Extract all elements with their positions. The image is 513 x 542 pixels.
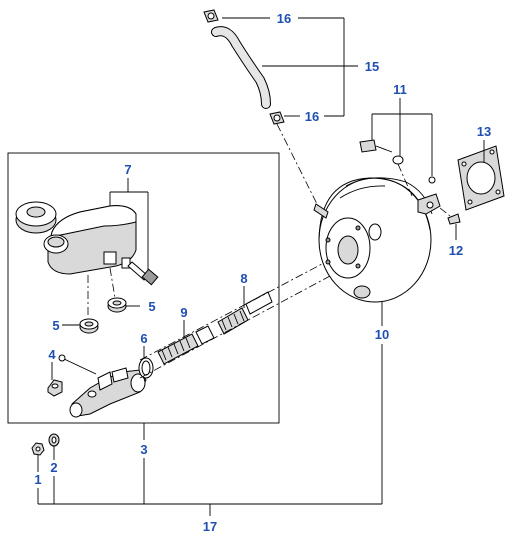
callout-5-lower: 5 [52,318,59,333]
callout-16-lower: 16 [305,109,319,124]
grommet-lower-part [79,318,99,334]
callout-9: 9 [180,305,187,320]
primary-piston-part-8 [217,291,273,335]
brake-booster-part-10 [318,177,433,303]
master-cylinder-inset-frame [7,152,280,424]
centerline-dash-main [139,275,331,379]
centerline-dash-upper [139,263,323,361]
callout-3: 3 [140,442,147,457]
leader-dash-res-grommet1 [109,267,116,299]
callout-10: 10 [375,327,389,342]
clip-part-12 [447,213,461,225]
clevis-to-clip-dash [439,207,451,217]
nut-part-1 [31,442,45,456]
gasket-part-13 [457,145,505,211]
check-valve-part [313,203,329,219]
callout-17: 17 [203,519,217,534]
washer-part-2 [48,433,60,447]
secondary-piston-part-9 [157,325,215,365]
pin-part-11 [428,176,436,184]
bolt-part-11 [359,139,393,153]
callout-5-upper: 5 [148,299,155,314]
bolt-to-clevis-dash [397,163,413,197]
callout-16-upper: 16 [277,11,291,26]
hose-to-booster-dash [276,123,319,207]
callout-12: 12 [449,243,463,258]
reservoir-pin-part [127,261,159,286]
hose-clamp-lower-part-16 [269,111,285,125]
grommet-upper-part [107,297,127,313]
callout-7: 7 [124,162,131,177]
callout-13: 13 [477,124,491,139]
callout-2: 2 [50,460,57,475]
callout-4: 4 [48,347,56,362]
callout-15: 15 [365,59,379,74]
reservoir-cap-part [15,201,57,234]
bolt-part-4 [58,354,97,375]
brake-fluid-reservoir-part [43,205,137,275]
callout-1: 1 [34,472,41,487]
vacuum-hose-part-15 [211,26,271,109]
booster-clevis-bracket-part [417,193,441,215]
callout-8: 8 [240,271,247,286]
master-cylinder-body-part [69,367,147,418]
callout-6: 6 [140,331,147,346]
callout-11: 11 [393,82,407,97]
hose-clamp-upper-part-16 [203,9,219,23]
nut-part-4 [47,379,63,397]
o-ring-part-6 [138,357,154,379]
washer-part-11 [392,155,404,165]
